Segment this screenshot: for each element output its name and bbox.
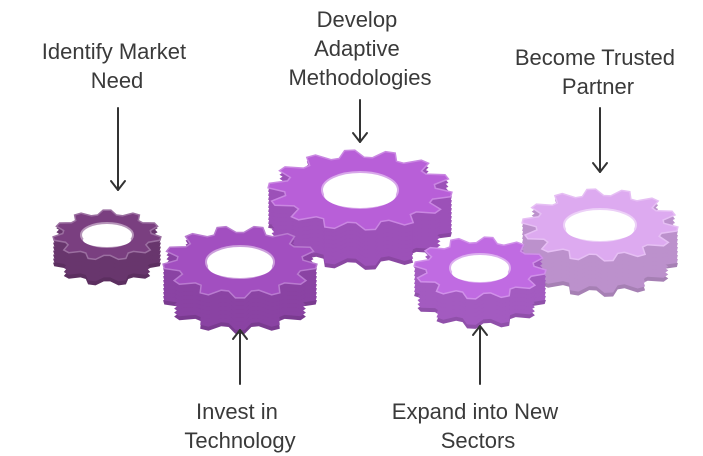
arrow-develop-adaptive-methodologies (352, 99, 368, 143)
label-line: Partner (562, 74, 634, 99)
gear-expand-into-new-sectors (413, 236, 547, 329)
label-line: Need (91, 68, 144, 93)
arrow-invest-in-technology (232, 329, 248, 385)
gear-hole-inner (208, 256, 272, 278)
label-line: Adaptive (314, 36, 400, 61)
label-invest-in-technology: Invest in Technology (184, 399, 295, 453)
arrow-identify-market-need (110, 107, 126, 191)
label-become-trusted-partner: Become Trusted Partner (515, 45, 681, 99)
gear-hole-inner (83, 233, 131, 247)
gear-hole-inner (566, 219, 634, 241)
label-line: Invest in (196, 399, 278, 424)
label-line: Expand into New (392, 399, 558, 424)
label-line: Develop (317, 7, 398, 32)
label-line: Technology (184, 428, 295, 453)
gear-invest-in-technology (162, 225, 318, 334)
label-line: Sectors (441, 428, 516, 453)
gears-layer (52, 149, 679, 334)
label-line: Methodologies (288, 65, 431, 90)
label-line: Become Trusted (515, 45, 675, 70)
label-develop-adaptive-methodologies: Develop Adaptive Methodologies (288, 7, 431, 90)
gear-hole-inner (324, 182, 396, 208)
gear-identify-market-need (52, 209, 162, 286)
gear-become-trusted-partner (521, 188, 679, 297)
label-identify-market-need: Identify Market Need (42, 39, 192, 93)
arrow-become-trusted-partner (592, 107, 608, 173)
label-line: Identify Market (42, 39, 186, 64)
arrows-layer (110, 99, 608, 385)
gear-develop-adaptive-methodologies (267, 149, 453, 270)
arrow-expand-into-new-sectors (472, 325, 488, 385)
label-expand-into-new-sectors: Expand into New Sectors (392, 399, 564, 453)
gear-hole-inner (452, 264, 508, 282)
